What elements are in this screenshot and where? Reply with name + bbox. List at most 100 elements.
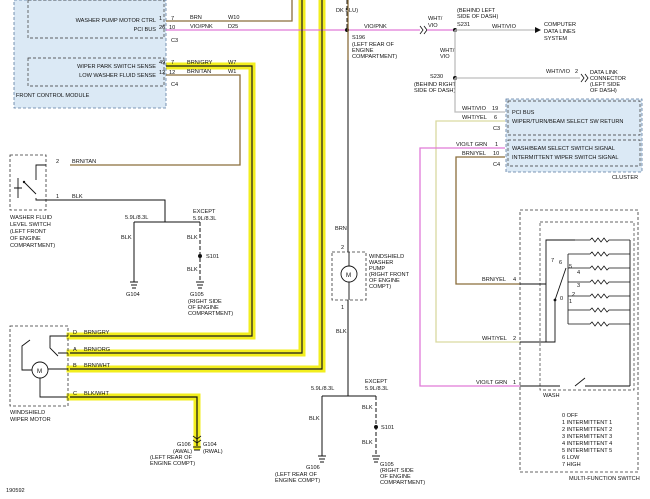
cluster-pin-10: 10 — [493, 151, 499, 157]
fluid-label-1: WASHER FLUID — [10, 215, 52, 221]
mfs-title: MULTI-FUNCTION SWITCH — [569, 476, 640, 482]
wiper-pin-c: C — [73, 391, 77, 397]
cluster-wire-1: WHT/VIO — [462, 106, 487, 112]
wire-wht-yel-cluster — [435, 120, 520, 343]
cluster-wash-beam: WASH/BEAM SELECT SWITCH SIGNAL — [512, 146, 615, 152]
cluster-intermittent: INTERMITTENT WIPER SWITCH SIGNAL — [512, 155, 619, 161]
windshield-washer-pump: BRN 2 M 1 WINDSHIELD WASHER PUMP (RIGHT … — [331, 0, 410, 396]
gb-splice-s101 — [374, 425, 378, 429]
dlc-4: OF DASH) — [590, 88, 617, 94]
wire-brn-org — [70, 0, 303, 354]
wire-w10-brn — [166, 0, 293, 22]
gl-splice-s101 — [198, 254, 202, 258]
wire-w1-color: BRN/TAN — [187, 69, 211, 75]
wire-w7-color: BRN/GRY — [187, 60, 213, 66]
gl-split — [134, 210, 200, 223]
gl-blk-3: BLK — [187, 267, 198, 273]
vio-pnk-connector — [419, 25, 428, 35]
wire-w1-circuit: W1 — [228, 69, 236, 75]
mfs-pos-0: 0 — [560, 296, 563, 302]
splice-s196-label: S196 — [352, 35, 365, 41]
gb-blk-3: BLK — [362, 440, 373, 446]
mfs-legend-5: 5 INTERMITTENT 5 — [562, 448, 612, 454]
mfs-legend-1: 1 INTERMITTENT 1 — [562, 420, 612, 426]
fcm-c4-label: C4 — [171, 82, 178, 88]
wiper-g104-loc: (RWAL) — [203, 449, 223, 455]
fluid-label-3: (LEFT FRONT — [10, 229, 47, 235]
mfs-rotary-contact — [554, 267, 567, 301]
fluid-switch-pin1: 1 — [56, 194, 59, 200]
wire-w1-brn-tan — [70, 74, 241, 166]
gl-engine-b: 5.9L/8.3L — [193, 216, 216, 222]
dlc-3: (LEFT SIDE — [590, 82, 620, 88]
mfs-rotary-pivot — [553, 298, 557, 302]
mfs-legend-7: 7 HIGH — [562, 462, 581, 468]
dlc-2: CONNECTOR — [590, 76, 626, 82]
s230-loc-1: (BEHIND RIGHT — [414, 82, 457, 88]
fcm-wires: BRN W10 VIO/PNK D25 BRN/GRY W7 BRN/TAN W… — [70, 0, 420, 370]
cluster-pin-1: 1 — [495, 142, 498, 148]
gl-g104: G104 — [126, 292, 140, 298]
mfs-internal-bus — [520, 239, 631, 387]
pump-label-1: WINDSHIELD — [369, 254, 404, 260]
highlight-wire-blk-wht — [66, 393, 201, 450]
gl-g105-loc-1: (RIGHT SIDE — [188, 299, 222, 305]
computer-2: DATA LINES — [544, 29, 576, 35]
cluster-title: CLUSTER — [612, 175, 638, 181]
gb-g105-loc-3: COMPARTMENT) — [380, 480, 425, 486]
dk-blu-label: DK BLU) — [336, 8, 358, 14]
fcm-pin-num-12: 12 — [159, 70, 165, 76]
mfs-pos-4: 4 — [577, 270, 580, 276]
fcm-pin-num-49: 49 — [159, 60, 165, 66]
wiper-wire-b: BRN/WHT — [84, 363, 111, 369]
fcm-pin-label-low-fluid: LOW WASHER FLUID SENSE — [79, 73, 156, 79]
wiper-wire-c: BLK/WHT — [84, 391, 109, 397]
gb-engine-a: 5.9L/8.3L — [311, 386, 334, 392]
dlc-connector — [580, 73, 589, 83]
s230-label: S230 — [430, 74, 443, 80]
wht-vio-mid-a: WHT/ — [440, 48, 455, 54]
gl-ground-g104 — [130, 281, 138, 289]
gl-g105: G105 — [190, 292, 204, 298]
gb-s101: S101 — [381, 425, 394, 431]
gb-ground-g105 — [372, 455, 380, 463]
wiper-wire-a: BRN/ORG — [84, 347, 110, 353]
pump-label-3: PUMP — [369, 266, 385, 272]
wire-w10-color: BRN — [190, 15, 202, 21]
wire-vio-lt-grn-cluster — [419, 147, 520, 387]
wiper-label-1: WINDSHIELD — [10, 410, 45, 416]
s231-loc-1: (BEHIND LEFT — [457, 8, 496, 14]
gb-blk-2: BLK — [362, 405, 373, 411]
wht-vio-right: WHT/VIO — [492, 24, 517, 30]
dlc-1: DATA LINK — [590, 70, 618, 76]
gb-g106: G106 — [306, 465, 320, 471]
fluid-switch-contacts — [14, 164, 46, 201]
wiper-g104: G104 — [203, 442, 217, 448]
gl-g105-loc-3: COMPARTMENT) — [188, 311, 233, 317]
cluster-c4: C4 — [493, 162, 500, 168]
computer-1: COMPUTER — [544, 22, 576, 28]
fcm-c3-pin-10: 10 — [169, 25, 175, 31]
wiper-pin-a: A — [73, 347, 77, 353]
fcm-pin-label-washer: WASHER PUMP MOTOR CTRL — [76, 18, 156, 24]
fluid-switch-pin2: 2 — [56, 159, 59, 165]
s231-label: S231 — [457, 22, 470, 28]
diagram-id: 190592 — [6, 488, 25, 494]
dlc-pin: 2 — [575, 69, 578, 75]
vio-pnk-label: VIO/PNK — [364, 24, 387, 30]
mfs-pos-3: 3 — [577, 283, 580, 289]
wire-brn-wht — [70, 0, 323, 370]
pci-network: DK BLU) S196 (LEFT REAR OF ENGINE COMPAR… — [336, 0, 626, 113]
fcm-c3-pin-7: 7 — [171, 16, 174, 22]
mfs-legend-0: 0 OFF — [562, 413, 578, 419]
gl-g105-loc-2: OF ENGINE — [188, 305, 219, 311]
mfs-pin-4: 4 — [513, 277, 516, 283]
cluster-wire-3: VIO/LT GRN — [456, 142, 487, 148]
cluster-pci-bus: PCI BUS — [512, 110, 535, 116]
wiper-g106-loc-3: ENGINE COMPT) — [150, 461, 195, 467]
mfs-pos-7: 7 — [551, 258, 554, 264]
pump-label-6: COMPT) — [369, 284, 391, 290]
cluster: PCI BUS WIPER/TURN/BEAM SELECT SW RETURN… — [419, 98, 643, 387]
mfs-legend-2: 2 INTERMITTENT 2 — [562, 427, 612, 433]
wht-vio-dlc: WHT/VIO — [546, 69, 571, 75]
